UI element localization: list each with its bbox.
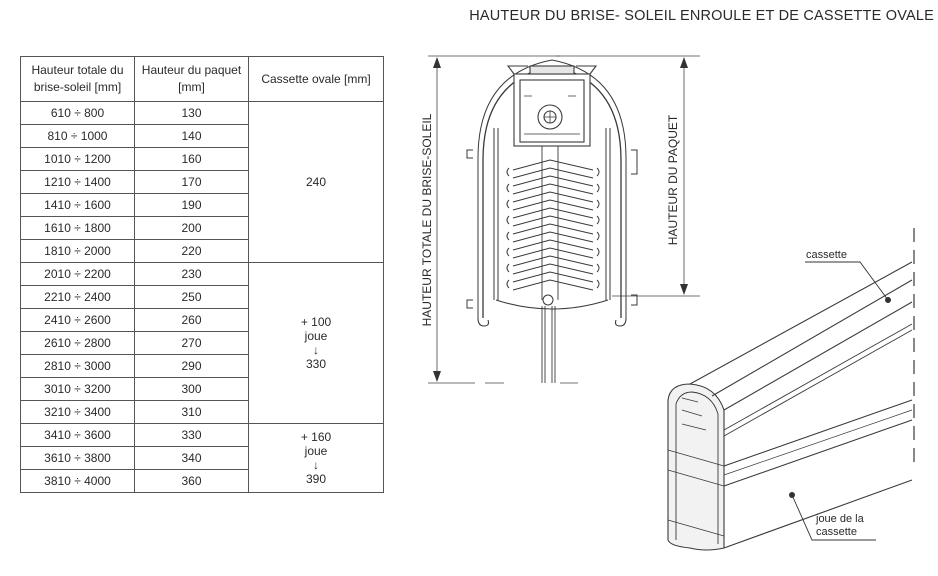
- leader-dot: [789, 492, 795, 498]
- package-cell: 310: [134, 400, 249, 424]
- cassette-line: joue: [304, 444, 328, 458]
- package-cell: 360: [134, 469, 249, 493]
- page-title: HAUTEUR DU BRISE- SOLEIL ENROULE ET DE C…: [469, 8, 934, 24]
- range-cell: 2210 ÷ 2400: [20, 285, 135, 309]
- package-cell: 130: [134, 101, 249, 125]
- cassette-cell-group-2: + 100 joue ↓ 330: [248, 262, 384, 424]
- range-cell: 810 ÷ 1000: [20, 124, 135, 148]
- range-cell: 1810 ÷ 2000: [20, 239, 135, 263]
- label-package-height: HAUTEUR DU PAQUET: [666, 114, 680, 245]
- arrow-down-icon: ↓: [313, 343, 319, 357]
- table-row: 3210 ÷ 3400 310: [20, 400, 384, 424]
- table-row: 2610 ÷ 2800 270: [20, 331, 384, 355]
- table-row: 1610 ÷ 1800 200: [20, 216, 384, 240]
- table-row: 1810 ÷ 2000 220: [20, 239, 384, 263]
- table-row: 1210 ÷ 1400 170: [20, 170, 384, 194]
- guide-rail-right: [605, 128, 611, 300]
- cords: [541, 306, 556, 383]
- cassette-perspective: [667, 228, 915, 551]
- table-row: 3010 ÷ 3200 300: [20, 377, 384, 401]
- cassette-cell-group-1: 240: [248, 101, 384, 263]
- cassette-cell-group-3: + 160 joue ↓ 390: [248, 423, 384, 493]
- package-cell: 260: [134, 308, 249, 332]
- label-side-line1: joue de la: [815, 513, 865, 525]
- cassette-value: 240: [305, 175, 327, 189]
- leader-lines: [791, 261, 889, 541]
- range-cell: 2010 ÷ 2200: [20, 262, 135, 286]
- cassette-line: + 160: [300, 430, 332, 444]
- table-row: 3610 ÷ 3800 340: [20, 446, 384, 470]
- cassette-line: 390: [305, 472, 327, 486]
- table-header-row: Hauteur totale du brise-soleil [mm] Haut…: [20, 56, 384, 102]
- cassette-line: joue: [304, 329, 328, 343]
- table-row: 610 ÷ 800 130 240: [20, 101, 384, 263]
- arrow-down-icon: ↓: [313, 458, 319, 472]
- cross-section-drawing: [428, 55, 700, 384]
- cassette-line: + 100: [300, 315, 332, 329]
- range-cell: 610 ÷ 800: [20, 101, 135, 125]
- range-cell: 3610 ÷ 3800: [20, 446, 135, 470]
- range-cell: 3810 ÷ 4000: [20, 469, 135, 493]
- label-total-height: HAUTEUR TOTALE DU BRISE-SOLEIL: [420, 113, 434, 326]
- package-cell: 340: [134, 446, 249, 470]
- motor-headbox: [506, 65, 598, 147]
- package-cell: 220: [134, 239, 249, 263]
- slat-package: [506, 146, 600, 300]
- height-table: Hauteur totale du brise-soleil [mm] Haut…: [20, 56, 384, 493]
- table-row: 2410 ÷ 2600 260: [20, 308, 384, 332]
- header-cassette: Cassette ovale [mm]: [248, 56, 384, 102]
- range-cell: 1010 ÷ 1200: [20, 147, 135, 171]
- range-cell: 2610 ÷ 2800: [20, 331, 135, 355]
- table-row: 810 ÷ 1000 140: [20, 124, 384, 148]
- table-row: 2210 ÷ 2400 250: [20, 285, 384, 309]
- label-side-line2: cassette: [816, 526, 857, 538]
- range-cell: 2410 ÷ 2600: [20, 308, 135, 332]
- table-row: 3810 ÷ 4000 360: [20, 469, 384, 493]
- range-cell: 2810 ÷ 3000: [20, 354, 135, 378]
- range-cell: 3410 ÷ 3600: [20, 423, 135, 447]
- dimension-arrows: [433, 57, 688, 382]
- table-row: 2010 ÷ 2200 230 + 100 joue ↓ 330: [20, 262, 384, 424]
- dimension-lines: [428, 55, 700, 384]
- label-cassette: cassette: [806, 249, 847, 261]
- range-cell: 1210 ÷ 1400: [20, 170, 135, 194]
- cassette-line: 330: [305, 357, 327, 371]
- package-cell: 170: [134, 170, 249, 194]
- header-total-height: Hauteur totale du brise-soleil [mm]: [20, 56, 135, 102]
- guide-rail-left: [493, 128, 499, 300]
- package-cell: 200: [134, 216, 249, 240]
- package-cell: 250: [134, 285, 249, 309]
- table-row: 1010 ÷ 1200 160: [20, 147, 384, 171]
- leader-dot: [885, 297, 891, 303]
